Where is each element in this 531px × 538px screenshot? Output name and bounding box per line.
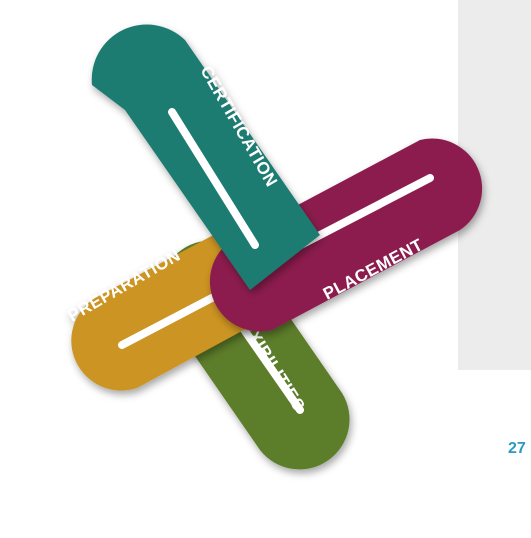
page-number: 27 [508,440,526,457]
